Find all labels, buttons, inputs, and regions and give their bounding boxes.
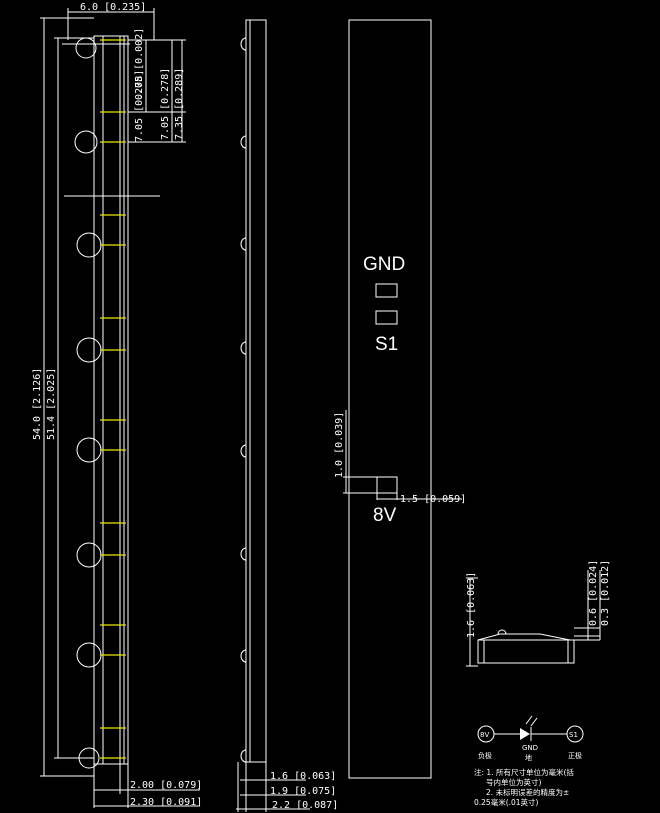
v8-pad	[376, 476, 398, 494]
bottom-dim1-text: 2.00 [0.079]	[130, 780, 202, 791]
led-circles	[74, 37, 102, 769]
bottom-dim2-text: 2.30 [0.091]	[130, 797, 202, 808]
side-bumps	[240, 37, 247, 763]
back-outline	[348, 19, 432, 779]
detail-view: 1.6 [0.063] 0.6 [0.024] 0.3 [0.012]	[466, 560, 611, 667]
gnd-schematic-text: GND	[522, 744, 538, 752]
node-8v-text: 8V	[480, 731, 489, 739]
diode-icon	[520, 728, 530, 740]
pitch1-text: 7.05 [0.278]	[134, 70, 145, 142]
front-view: 6.0 [0.235] 54.0 [2.126] 51.4 [2.025] 0.…	[32, 2, 202, 808]
strip-outline	[93, 35, 129, 765]
note-line4: 0.25毫米(.01英寸)	[474, 797, 539, 807]
inner-length-text: 51.4 [2.025]	[46, 368, 57, 440]
v8-label: 8V	[373, 505, 397, 526]
pad-width-text: 1.5 [0.059]	[400, 494, 466, 505]
neg-label: 负极	[478, 751, 492, 760]
node-s1	[566, 725, 584, 743]
side-outline	[245, 19, 267, 763]
note-line3: 2. 未标明误差的精度为±	[486, 787, 569, 797]
side-dim3-text: 2.2 [0.087]	[272, 800, 338, 811]
gnd-label: GND	[363, 254, 405, 275]
detail-d2-text: 0.3 [0.012]	[600, 560, 611, 626]
pitch1-repeat-text: 7.05 [0.278]	[160, 68, 171, 140]
side-dim1-text: 1.6 [0.063]	[270, 771, 336, 782]
total-length-text: 54.0 [2.126]	[32, 368, 43, 440]
s1-label: S1	[375, 334, 398, 355]
width-dim-text: 6.0 [0.235]	[80, 2, 146, 13]
side-dim2-text: 1.9 [0.075]	[270, 786, 336, 797]
node-s1-text: S1	[569, 731, 578, 739]
note-line1: 注: 1. 所有尺寸单位为毫米(括	[474, 767, 574, 777]
back-view: GND S1 1.0 [0.039] 1.5 [0.059] 8V	[334, 19, 466, 779]
note-line2: 号内单位为英寸)	[486, 777, 541, 787]
led-schematic: 8V S1 GND 负极 地 正极 注: 1. 所有尺寸单位为毫米(括 号内单位…	[474, 715, 584, 807]
detail-body	[477, 639, 575, 664]
side-view: 1.6 [0.063] 1.9 [0.075] 2.2 [0.087]	[236, 19, 338, 812]
s1-pad	[375, 310, 398, 325]
pad-height-text: 1.0 [0.039]	[334, 412, 345, 478]
pitch2-text: 7.35 [0.289]	[174, 68, 185, 140]
pos-label: 正极	[568, 751, 582, 760]
pad-ticks	[100, 39, 126, 759]
detail-height-text: 1.6 [0.063]	[466, 572, 477, 638]
gnd-cn-label: 地	[525, 753, 532, 762]
gnd-pad	[375, 283, 398, 298]
gap-text: 0.05 [0.002]	[134, 28, 145, 100]
detail-d1-text: 0.6 [0.024]	[588, 560, 599, 626]
